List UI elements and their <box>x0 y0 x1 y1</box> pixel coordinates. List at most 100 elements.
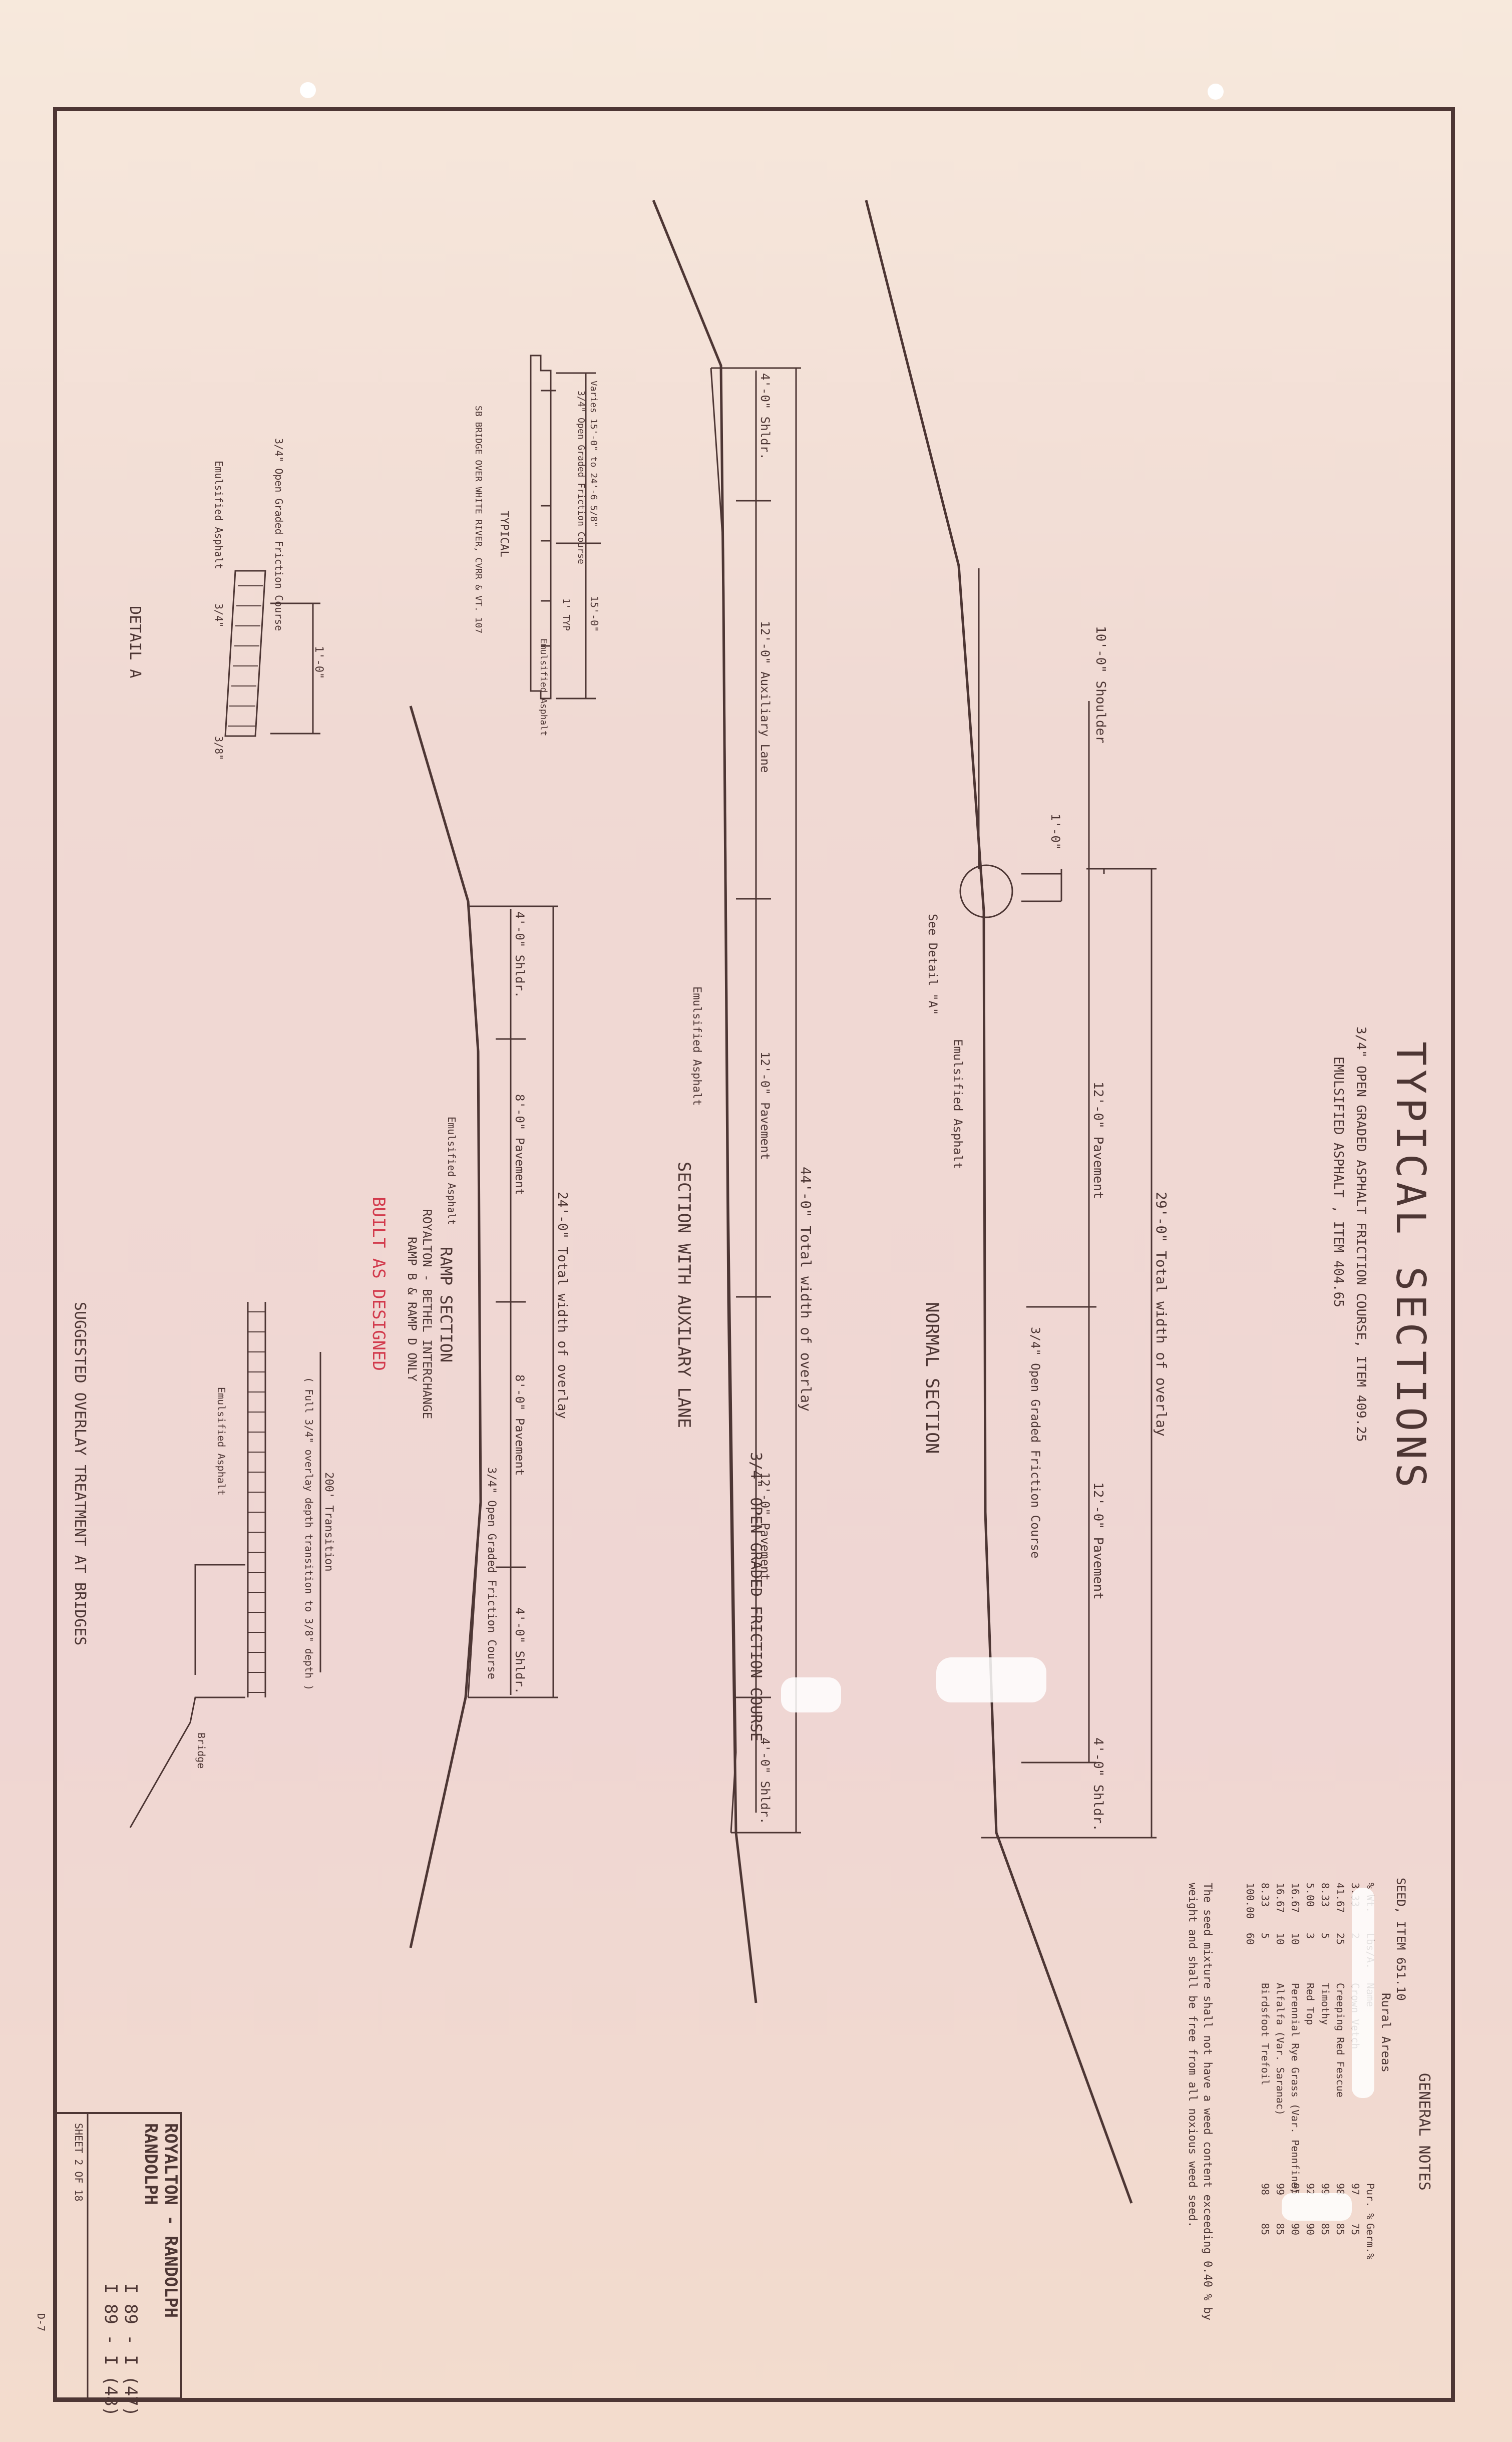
seed-note-2: weight and shall be free from all noxiou… <box>1186 1883 1199 2228</box>
seed-table-header: Pur. % <box>1364 2183 1376 2219</box>
seed-table-cell: 16.67 <box>1289 1883 1301 1913</box>
detail-a-hatch <box>228 585 263 727</box>
ramp-sub-1: ROYALTON - BETHEL INTERCHANGE <box>420 1209 434 1419</box>
erased-area-4 <box>781 1677 841 1712</box>
aux-shoulder-right: 4'-0" Shldr. <box>758 1737 772 1824</box>
ramp-total-width: 24'-0" Total width of overlay <box>555 1192 570 1419</box>
normal-pavement-2: 12'-0" Pavement <box>1090 1482 1105 1600</box>
bridge-typical-section: Varies 15'-0" to 24'-6 5/8" 3/4" Open Gr… <box>473 355 601 736</box>
ramp-friction-note: 3/4" Open Graded Friction Course <box>485 1467 498 1679</box>
normal-friction-note: 3/4" Open Graded Friction Course <box>1028 1327 1042 1558</box>
erased-area <box>1352 1888 1374 2098</box>
seed-table-cell: Creeping Red Fescue <box>1334 1983 1346 2098</box>
seed-table-cell: 8.33 <box>1259 1883 1271 1907</box>
normal-see-detail: See Detail "A" <box>926 914 940 1015</box>
ramp-emulsified: Emulsified Asphalt <box>446 1117 458 1225</box>
sheet-border <box>53 107 1455 2402</box>
bridge-typ: 1' TYP <box>561 598 571 631</box>
seed-table-cell: 85 <box>1319 2223 1331 2235</box>
title-block-sheet-code: D-7 <box>35 2313 47 2331</box>
erased-area-3 <box>936 1657 1046 1702</box>
bridge-label-1: TYPICAL <box>498 511 510 557</box>
normal-section: 10'-0" Shoulder 1'-0" See Detail "A" Emu… <box>865 200 1170 2204</box>
aux-shoulder-left: 4'-0" Shldr. <box>758 373 772 460</box>
seed-table-cell: Alfalfa (Var. Saranac) <box>1274 1983 1286 2116</box>
seed-table-cell: Perennial Rye Grass (Var. Pennfine) <box>1289 1983 1301 2194</box>
sheet-title: TYPICAL SECTIONS <box>1387 1041 1434 1492</box>
seed-table-cell: 85 <box>1274 2223 1286 2235</box>
normal-section-title: NORMAL SECTION <box>922 1302 942 1454</box>
normal-section-ground-line <box>865 200 1133 2204</box>
seed-table-cell: 5.00 <box>1304 1883 1316 1907</box>
aux-total-width: 44'-0" Total width of overlay <box>798 1167 814 1412</box>
detail-a-friction: 3/4" Open Graded Friction Course <box>273 438 285 631</box>
seed-note-1: The seed mixture shall not have a weed c… <box>1201 1883 1214 2320</box>
aux-surface-line <box>710 368 737 1833</box>
detail-a-width: 1'-0" <box>312 646 325 679</box>
aux-pavement-2: 12'-0" Pavement <box>758 1472 772 1581</box>
title-block-project-1: I 89 - I (47) <box>121 2283 141 2416</box>
seed-table-cell: Birdsfoot Trefoil <box>1259 1983 1271 2085</box>
detail-a-wedge <box>224 570 266 737</box>
seed-table-cell: 99 <box>1274 2183 1286 2195</box>
bridge-label: Bridge <box>195 1732 207 1769</box>
aux-section-title: SECTION WITH AUXILARY LANE <box>674 1162 694 1428</box>
see-detail-a-circle <box>959 864 1013 918</box>
overlay-title: SUGGESTED OVERLAY TREATMENT AT BRIDGES <box>71 1302 89 1645</box>
seed-table-cell: 98 <box>1259 2183 1271 2195</box>
ramp-title: RAMP SECTION <box>437 1247 456 1362</box>
seed-table-header: Germ.% <box>1364 2223 1376 2259</box>
detail-a: 3/4" Open Graded Friction Course Emulsif… <box>126 438 325 760</box>
ramp-surface-line <box>467 906 482 1698</box>
subtitle-2: EMULSIFIED ASPHALT , ITEM 404.65 <box>1331 1057 1346 1307</box>
normal-pavement-1: 12'-0" Pavement <box>1090 1082 1105 1199</box>
seed-table-cell: 41.67 <box>1334 1883 1346 1913</box>
bridge-deck-outline <box>530 355 552 700</box>
punch-hole-right <box>1208 84 1224 100</box>
ramp-shoulder-right: 4'-0" Shldr. <box>513 1607 527 1694</box>
detail-a-thick-top: 3/4" <box>213 603 225 627</box>
seed-table: % Wt.Lbs/A.NamePur. %Germ.%3.332Crown Ve… <box>1244 1883 1376 2259</box>
seed-table-cell: 75 <box>1349 2223 1361 2235</box>
seed-table-total-wt: 100.00 <box>1244 1883 1256 1919</box>
seed-table-cell: 10 <box>1274 1933 1286 1945</box>
seed-table-cell: 90 <box>1304 2223 1316 2235</box>
aux-emulsified: Emulsified Asphalt <box>690 986 703 1106</box>
punch-hole-left <box>300 82 316 98</box>
seed-table-cell: 3 <box>1304 1933 1316 1939</box>
seed-table-cell: Timothy <box>1319 1983 1331 2025</box>
ramp-pavement-1: 8'-0" Pavement <box>513 1094 527 1195</box>
transition-label: 200' Transition <box>322 1472 335 1572</box>
subtitle-1: 3/4" OPEN GRADED ASPHALT FRICTION COURSE… <box>1353 1026 1368 1442</box>
overlay-emulsified: Emulsified Asphalt <box>215 1387 227 1496</box>
aux-ground-line-outer <box>652 200 758 2003</box>
seed-table-cell: 85 <box>1334 2223 1346 2235</box>
ramp-sub-2: RAMP B & RAMP D ONLY <box>405 1237 419 1382</box>
seed-table-cell: Red Top <box>1304 1983 1316 2025</box>
title-block-project-2: I 89 - I (48) <box>101 2283 121 2416</box>
erased-area-2 <box>1282 2193 1352 2221</box>
bridge-abutment <box>129 1564 245 1828</box>
bridge-emulsified: Emulsified Asphalt <box>538 638 549 736</box>
bridge-offset: 15'-0" <box>588 596 600 632</box>
title-block-sheet: SHEET 2 OF 18 <box>73 2123 85 2202</box>
normal-shoulder-right: 4'-0" Shldr. <box>1090 1737 1105 1832</box>
seed-table-cell: 8.33 <box>1319 1883 1331 1907</box>
general-notes-title: GENERAL NOTES <box>1415 2073 1433 2191</box>
normal-total-width: 29'-0" Total width of overlay <box>1153 1192 1170 1437</box>
ramp-shoulder-left: 4'-0" Shldr. <box>513 911 527 998</box>
title-block: ROYALTON - RANDOLPH RANDOLPH I 89 - I (4… <box>35 2112 182 2416</box>
title-block-line-1: ROYALTON - RANDOLPH <box>161 2123 181 2318</box>
seed-table-cell: 85 <box>1259 2223 1271 2235</box>
seed-table-cell: 90 <box>1289 2223 1301 2235</box>
seed-table-cell: 10 <box>1289 1933 1301 1945</box>
seed-table-cell: 25 <box>1334 1933 1346 1945</box>
bridge-label-2: SB BRIDGE OVER WHITE RIVER, CVRR & VT. 1… <box>473 406 484 633</box>
normal-offset: 1'-0" <box>1048 814 1062 850</box>
detail-a-emulsified: Emulsified Asphalt <box>213 461 225 569</box>
rural-areas: Rural Areas <box>1379 1993 1393 2072</box>
seed-table-total-lbs: 60 <box>1244 1933 1256 1945</box>
title-block-frame <box>55 2112 182 2399</box>
bridge-varies: Varies 15'-0" to 24'-6 5/8" <box>588 381 599 527</box>
